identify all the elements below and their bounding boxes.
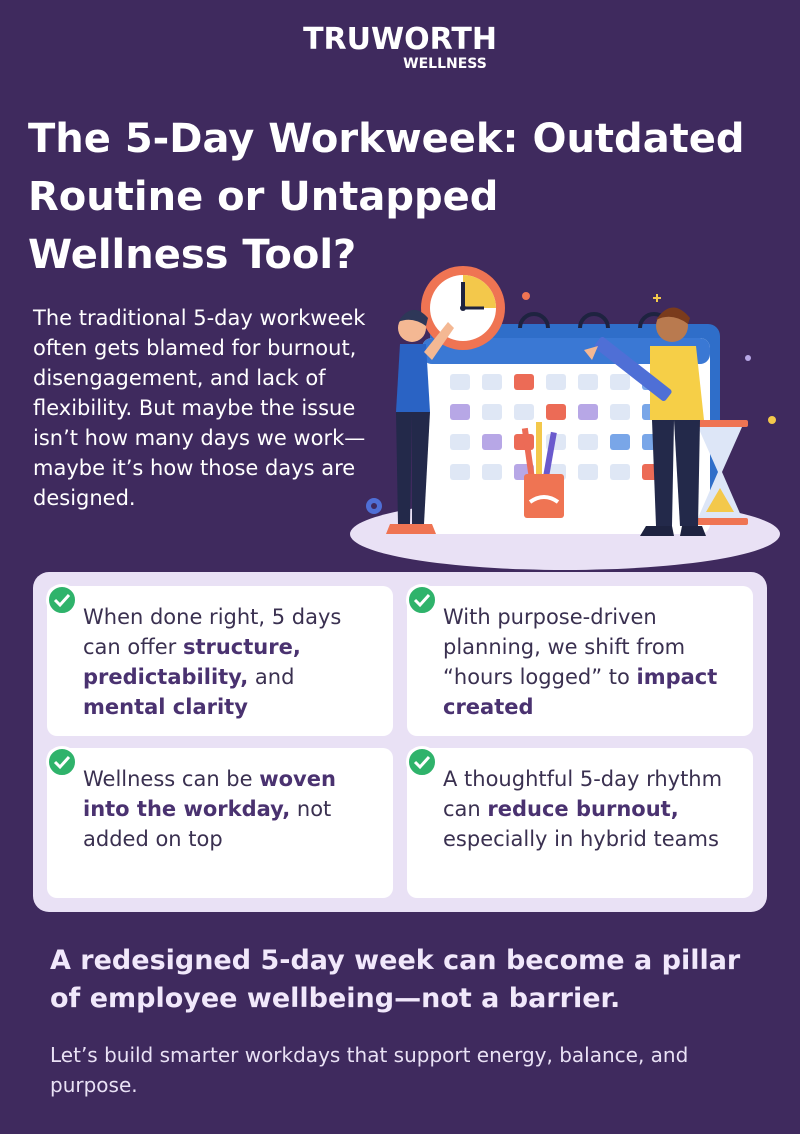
wall-clock-icon	[421, 266, 505, 350]
call-to-action: Let’s build smarter workdays that suppor…	[50, 1043, 689, 1097]
benefit-card: A thoughtful 5-day rhythm can reduce bur…	[406, 746, 753, 898]
benefit-highlight: impact created	[443, 665, 718, 719]
title-line-1: The 5-Day Workweek: Outdated	[28, 116, 745, 162]
check-icon	[46, 584, 78, 616]
page-title: The 5-Day Workweek: Outdated Routine or …	[28, 110, 788, 284]
benefit-text: A thoughtful 5-day rhythm can reduce bur…	[443, 767, 722, 851]
benefit-segment: not added on top	[83, 797, 332, 851]
benefit-segment: When done right, 5 days can offer	[83, 605, 342, 659]
benefit-text: With purpose-driven planning, we shift f…	[443, 605, 717, 719]
closing-statement: A redesigned 5-day week can become a pil…	[50, 945, 741, 1014]
check-icon	[406, 584, 438, 616]
check-icon	[46, 746, 78, 778]
check-icon	[406, 746, 438, 778]
benefit-highlight: mental clarity	[83, 695, 248, 719]
brand-tagline: WELLNESS	[403, 56, 487, 72]
benefit-highlight: structure, predictability,	[83, 635, 301, 689]
brand-logo: TRUWORTH WELLNESS	[0, 22, 800, 73]
benefit-segment: and	[248, 665, 295, 689]
benefit-segment: Wellness can be	[83, 767, 260, 791]
gear-icon	[366, 498, 382, 514]
benefit-text: When done right, 5 days can offer struct…	[83, 605, 341, 719]
pen-cup-icon	[521, 422, 564, 518]
benefit-card: Wellness can be woven into the workday, …	[46, 746, 393, 898]
benefits-panel: When done right, 5 days can offer struct…	[33, 572, 767, 912]
brand-name: TRUWORTH	[303, 22, 497, 57]
pencil-icon	[584, 336, 672, 402]
title-line-3: Wellness Tool?	[28, 232, 357, 278]
woman-figure	[386, 309, 454, 534]
hourglass-icon	[692, 420, 748, 525]
benefit-card: When done right, 5 days can offer struct…	[46, 584, 393, 736]
man-figure	[640, 307, 706, 536]
benefit-text: Wellness can be woven into the workday, …	[83, 767, 336, 851]
workweek-illustration	[350, 266, 780, 570]
benefit-card: With purpose-driven planning, we shift f…	[406, 584, 753, 736]
benefit-highlight: reduce burnout,	[487, 797, 679, 821]
benefit-segment: A thoughtful 5-day rhythm can	[443, 767, 723, 821]
benefit-segment: With purpose-driven planning, we shift f…	[443, 605, 686, 689]
benefit-segment: especially in hybrid teams	[443, 827, 719, 851]
benefit-highlight: woven into the workday,	[83, 767, 336, 821]
intro-paragraph: The traditional 5-day workweek often get…	[33, 306, 366, 510]
title-line-2: Routine or Untapped	[28, 174, 499, 220]
